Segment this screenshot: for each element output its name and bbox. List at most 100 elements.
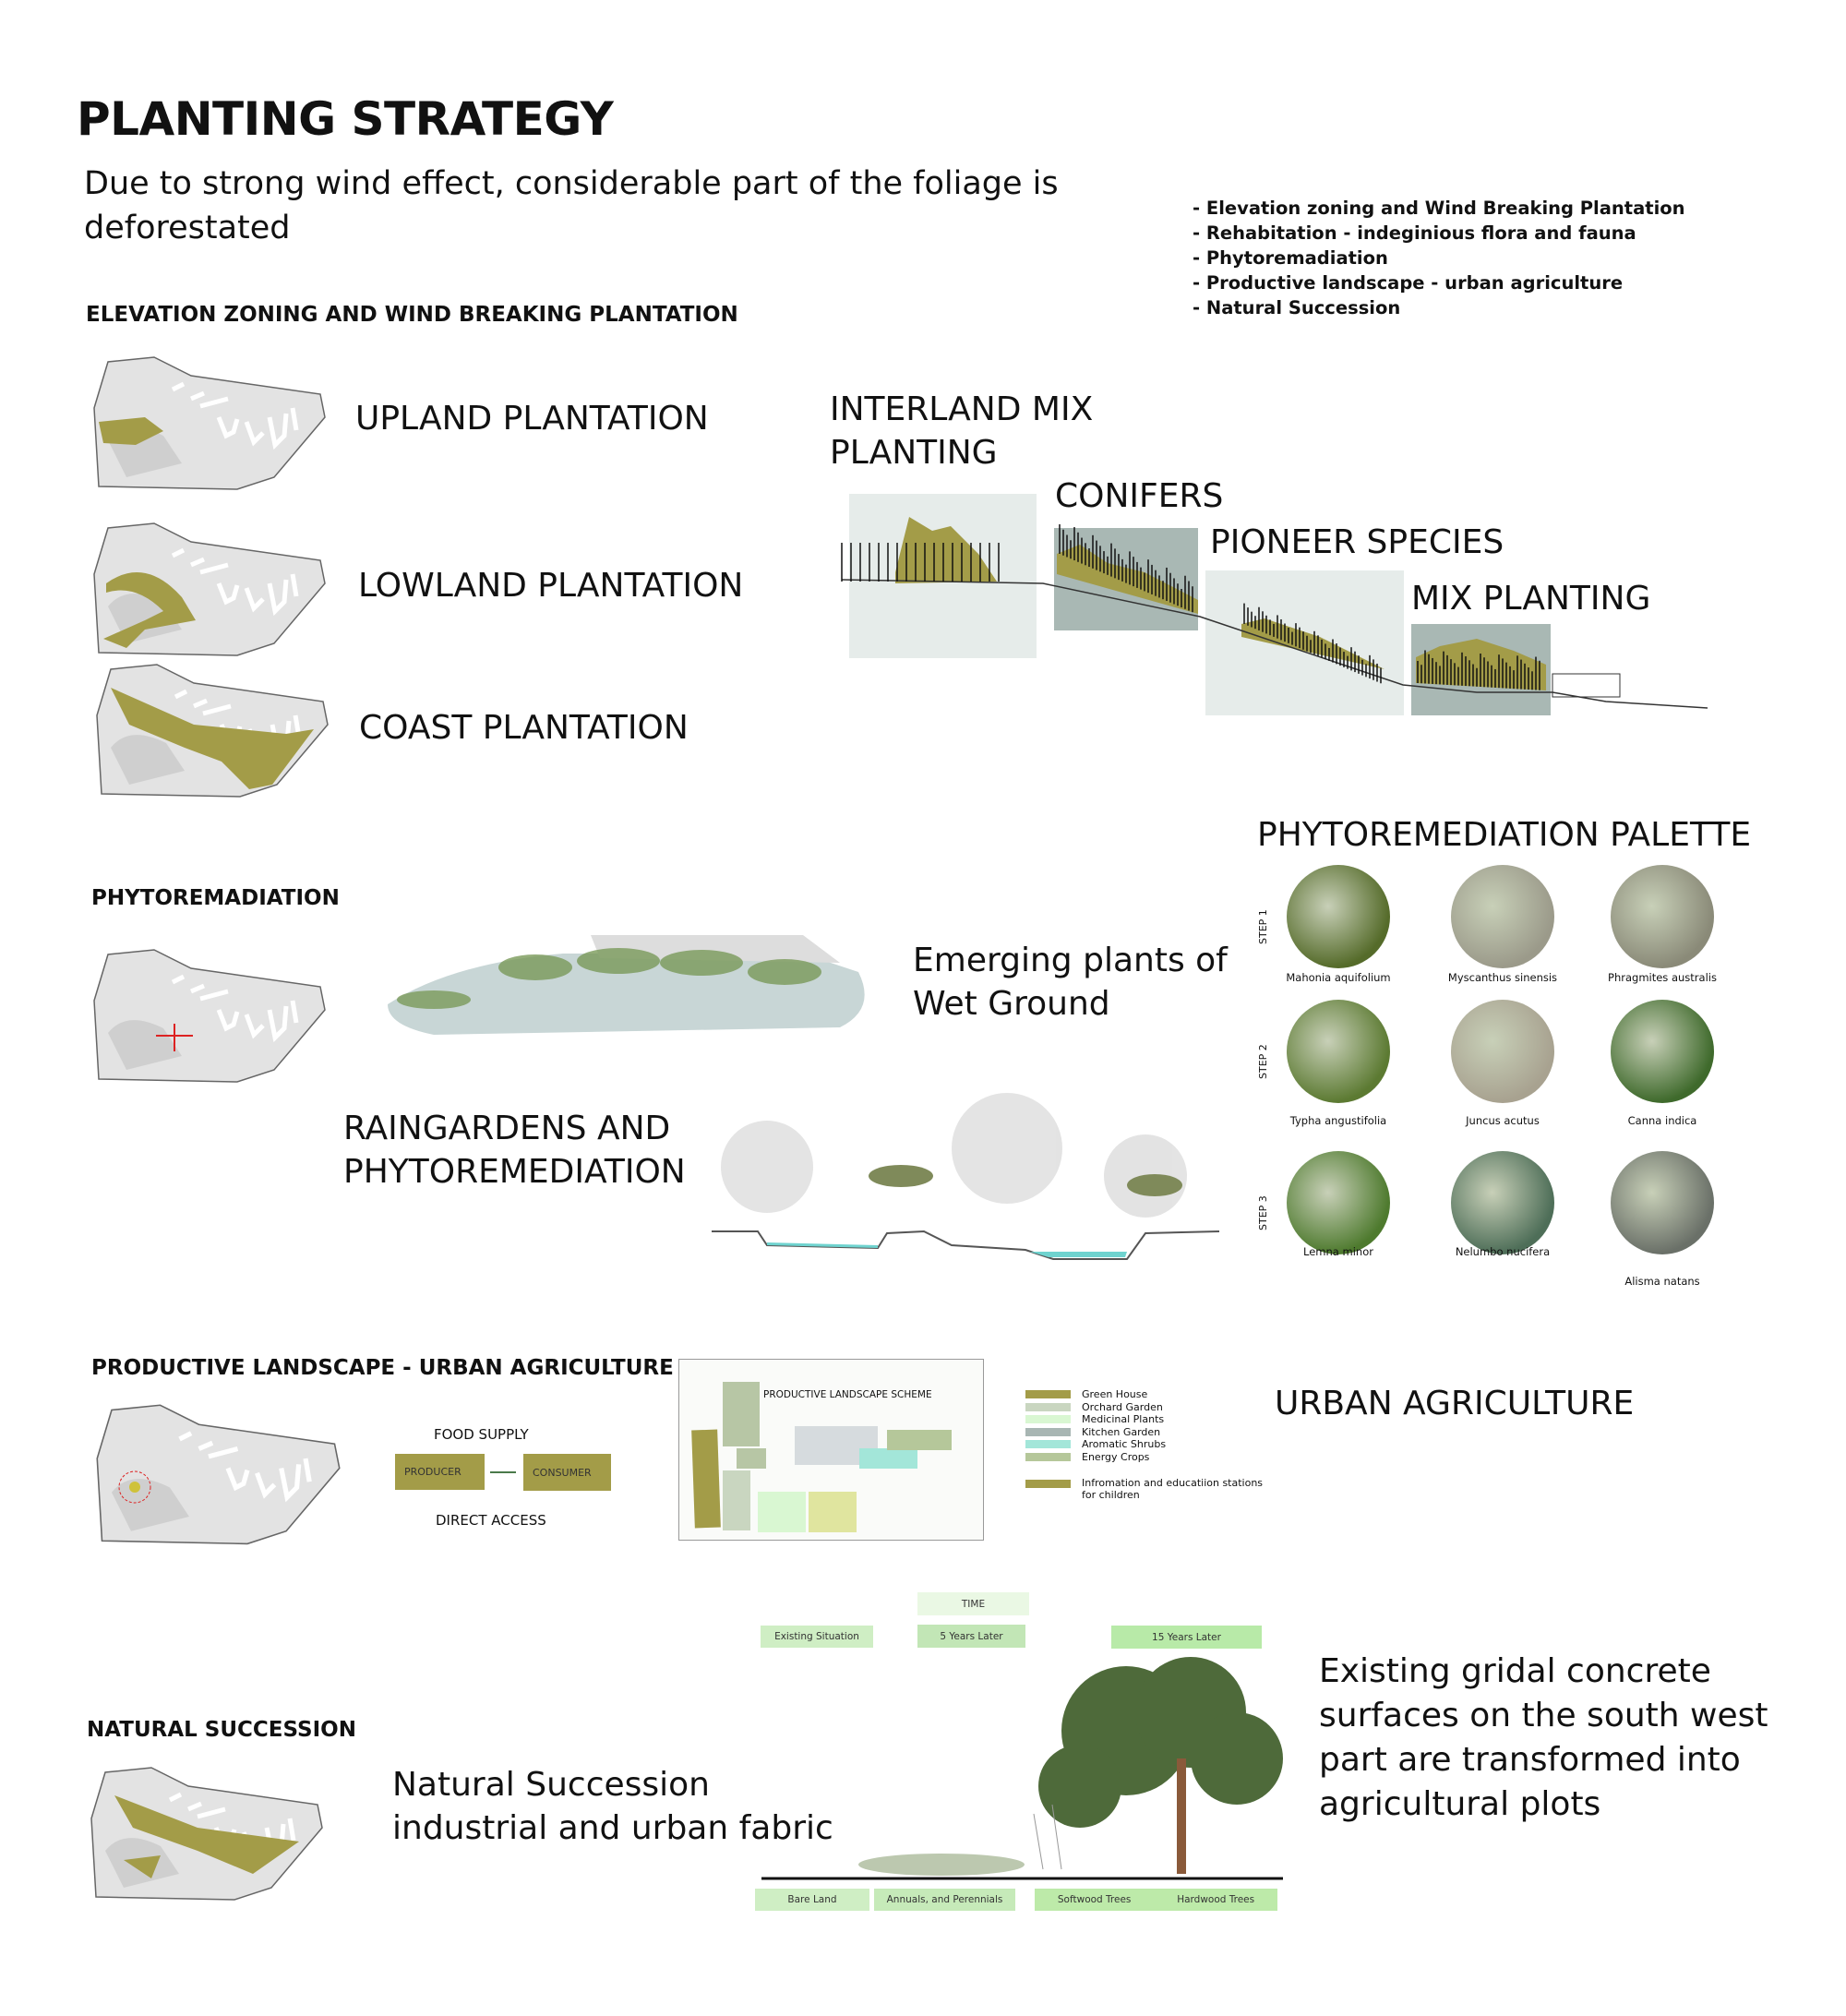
time-label: TIME — [917, 1592, 1029, 1615]
plant-name: Myscanthus sinensis — [1447, 971, 1558, 984]
section-label-mix: MIX PLANTING — [1411, 580, 1651, 618]
emerging-plants-label: Emerging plants of Wet Ground — [913, 939, 1228, 1026]
ground-trees: Softwood Trees Hardwood Trees — [1035, 1889, 1277, 1911]
plant-photo — [1287, 1000, 1390, 1103]
legend-label: Green House — [1082, 1388, 1148, 1401]
productive-scheme-map: PRODUCTIVE LANDSCAPE SCHEME — [678, 1359, 984, 1541]
raingardens-label: RAINGARDENS AND PHYTOREMEDIATION — [343, 1107, 686, 1194]
section-heading-elevation: ELEVATION ZONING AND WIND BREAKING PLANT… — [86, 303, 738, 327]
succession-illustration — [761, 1657, 1283, 1880]
subtitle: Due to strong wind effect, considerable … — [84, 162, 1059, 250]
label-line: Natural Succession — [392, 1766, 710, 1804]
legend-label: Aromatic Shrubs — [1082, 1438, 1167, 1451]
desc-line: agricultural plots — [1319, 1785, 1601, 1823]
plant-name: Juncus acutus — [1466, 1114, 1540, 1127]
plant-name: Lemna minor — [1303, 1245, 1373, 1258]
desc-line: surfaces on the south west — [1319, 1697, 1768, 1734]
urban-agriculture-label: URBAN AGRICULTURE — [1275, 1385, 1635, 1422]
strategy-list: - Elevation zoning and Wind Breaking Pla… — [1193, 196, 1685, 320]
label-line: PLANTING — [830, 434, 998, 472]
subtitle-line: Due to strong wind effect, considerable … — [84, 165, 1059, 202]
plant-photo — [1611, 865, 1714, 968]
legend-item: Medicinal Plants — [1025, 1413, 1166, 1426]
section-label-conifers: CONIFERS — [1055, 477, 1224, 515]
ground-hardwood: Hardwood Trees — [1177, 1894, 1255, 1905]
legend-item: Orchard Garden — [1025, 1401, 1166, 1414]
legend-label: Energy Crops — [1082, 1450, 1150, 1463]
palette-step-label: STEP 2 — [1257, 1044, 1269, 1079]
page-title: PLANTING STRATEGY — [77, 92, 614, 146]
phyto-map — [90, 945, 334, 1088]
legend-label: Medicinal Plants — [1082, 1413, 1165, 1426]
legend-label: Infromation and educatiion stations — [1082, 1477, 1264, 1489]
ground-bare-land: Bare Land — [755, 1889, 869, 1911]
plant-name: Nelumbo nucifera — [1455, 1245, 1551, 1258]
raingarden-section — [712, 1093, 1219, 1260]
label-line: industrial and urban fabric — [392, 1809, 833, 1847]
plant-photo — [1611, 1000, 1714, 1103]
section-label-pioneer: PIONEER SPECIES — [1210, 523, 1504, 561]
plant-name: Alisma natans — [1624, 1275, 1700, 1288]
stage-15-years: 15 Years Later — [1111, 1626, 1262, 1649]
section-heading-productive: PRODUCTIVE LANDSCAPE - URBAN AGRICULTURE — [91, 1356, 674, 1380]
plant-name: Typha angustifolia — [1289, 1114, 1387, 1127]
zone-label-coast: COAST PLANTATION — [359, 709, 689, 747]
label-line: INTERLAND MIX — [830, 390, 1094, 428]
strategy-item: - Productive landscape - urban agricultu… — [1193, 272, 1624, 294]
label-line: Emerging plants of — [913, 942, 1228, 979]
label-line: PHYTOREMEDIATION — [343, 1153, 686, 1191]
direct-access-label: DIRECT ACCESS — [436, 1512, 546, 1529]
legend-label: Kitchen Garden — [1082, 1425, 1161, 1438]
ground-softwood: Softwood Trees — [1057, 1894, 1132, 1905]
wetland-illustration — [388, 935, 865, 1035]
plant-photo — [1287, 865, 1390, 968]
plant-photo — [1451, 1151, 1554, 1254]
desc-line: part are transformed into — [1319, 1741, 1741, 1779]
palette-step-label: STEP 3 — [1257, 1195, 1269, 1230]
succession-text: Natural Succession industrial and urban f… — [392, 1763, 833, 1850]
label-line: Wet Ground — [913, 985, 1110, 1023]
plant-photo — [1451, 865, 1554, 968]
upland-map — [90, 353, 334, 496]
lowland-map — [90, 519, 334, 662]
ground-annuals: Annuals, and Perennials — [874, 1889, 1015, 1911]
arrow-icon — [490, 1471, 516, 1473]
plant-photo — [1611, 1151, 1714, 1254]
plant-photo — [1287, 1151, 1390, 1254]
elevation-section-diagram — [841, 494, 1708, 715]
label-line: RAINGARDENS AND — [343, 1110, 671, 1147]
succession-description: Existing gridal concrete surfaces on the … — [1319, 1650, 1768, 1827]
legend-item: Green House — [1025, 1388, 1166, 1401]
legend-label: for children — [1082, 1489, 1140, 1501]
strategy-item: - Elevation zoning and Wind Breaking Pla… — [1193, 198, 1685, 219]
zone-label-upland: UPLAND PLANTATION — [355, 400, 709, 438]
strategy-item: - Phytoremadiation — [1193, 247, 1388, 269]
subtitle-line: deforestated — [84, 210, 291, 246]
legend-label: Orchard Garden — [1082, 1400, 1163, 1413]
desc-line: Existing gridal concrete — [1319, 1652, 1711, 1690]
plant-name: Canna indica — [1627, 1114, 1697, 1127]
zone-label-lowland: LOWLAND PLANTATION — [358, 567, 744, 605]
coast-map — [92, 660, 337, 803]
palette-step-label: STEP 1 — [1257, 909, 1269, 944]
legend-item: Kitchen Garden — [1025, 1426, 1166, 1439]
strategy-item: - Rehabitation - indeginious flora and f… — [1193, 222, 1636, 244]
plant-name: Mahonia aquifolium — [1286, 971, 1391, 984]
consumer-box: CONSUMER — [523, 1454, 611, 1491]
plant-name: Phragmites australis — [1608, 971, 1717, 984]
legend-item: Aromatic Shrubs — [1025, 1438, 1166, 1451]
section-heading-succession: NATURAL SUCCESSION — [87, 1718, 356, 1742]
scheme-title: PRODUCTIVE LANDSCAPE SCHEME — [763, 1389, 932, 1400]
legend-item: Energy Crops — [1025, 1451, 1166, 1464]
palette-title: PHYTOREMEDIATION PALETTE — [1257, 816, 1752, 854]
plant-photo — [1451, 1000, 1554, 1103]
food-supply-label: FOOD SUPPLY — [434, 1426, 529, 1443]
section-label-interland: INTERLAND MIX PLANTING — [830, 388, 1093, 474]
section-heading-phyto: PHYTOREMADIATION — [91, 886, 340, 910]
stage-existing: Existing Situation — [761, 1626, 873, 1648]
productive-map — [92, 1400, 351, 1548]
strategy-item: - Natural Succession — [1193, 297, 1401, 318]
succession-map — [87, 1763, 345, 1911]
